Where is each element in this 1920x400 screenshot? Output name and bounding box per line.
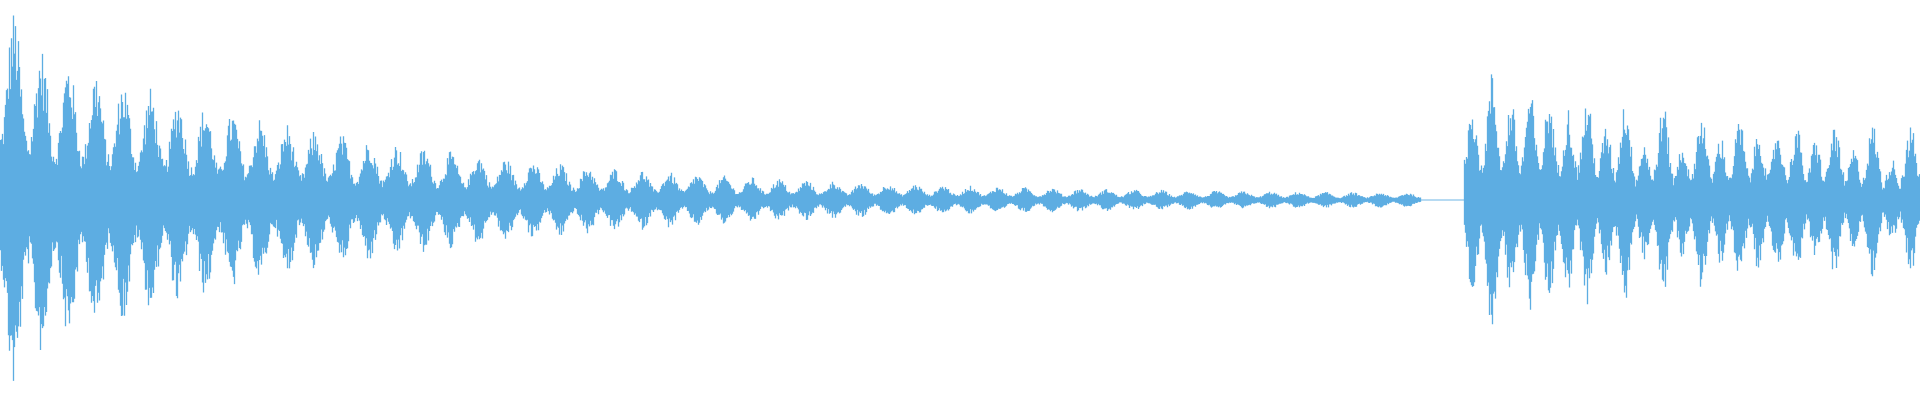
waveform-signal bbox=[0, 15, 1920, 381]
